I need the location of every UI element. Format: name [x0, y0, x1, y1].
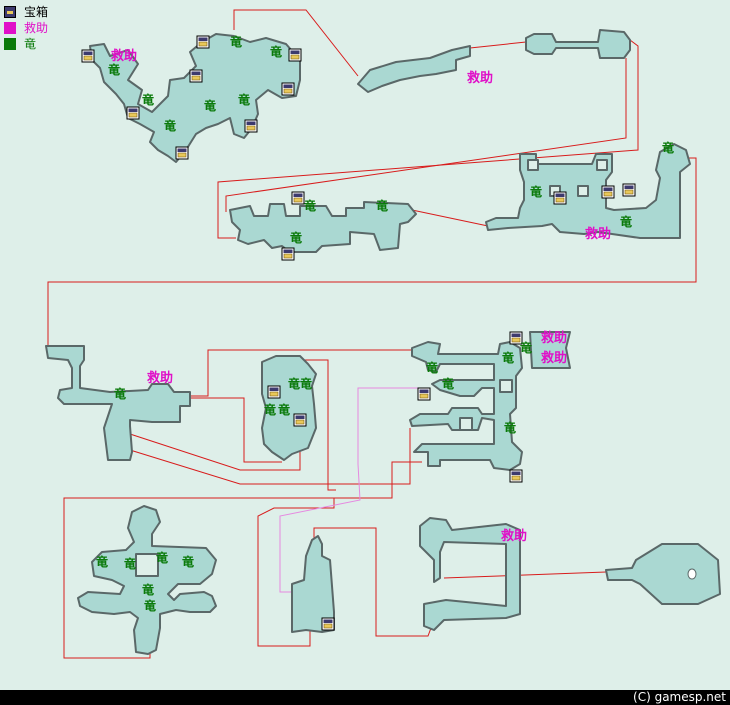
pillar [459, 417, 473, 431]
dragon-label: 竜 [142, 582, 154, 597]
legend: 宝箱 救助 竜 [4, 4, 48, 52]
treasure-chest-icon [509, 331, 523, 345]
legend-item-chest: 宝箱 [4, 4, 48, 20]
treasure-chest-icon [267, 385, 281, 399]
dragon-label: 竜 [278, 402, 290, 417]
dragon-label: 竜 [230, 34, 242, 49]
connection-path [411, 209, 489, 227]
dragon-label: 竜 [502, 350, 514, 365]
dragon-label: 竜 [288, 376, 300, 391]
dragon-label: 竜 [264, 402, 276, 417]
dragon-label: 竜 [620, 214, 632, 229]
treasure-chest-icon [244, 119, 258, 133]
dragon-label: 竜 [182, 554, 194, 569]
treasure-chest-icon [281, 247, 295, 261]
treasure-chest-icon [175, 146, 189, 160]
dragon-label: 竜 [300, 376, 312, 391]
dungeon-map: 竜竜竜竜竜竜竜竜竜竜竜竜竜竜竜竜竜竜竜竜竜竜竜竜竜竜竜竜竜救助救助救助救助救助救… [45, 9, 721, 659]
dragon-label: 竜 [108, 62, 120, 77]
dragon-label: 竜 [156, 550, 168, 565]
dragon-label: 竜 [144, 598, 156, 613]
treasure-chest-icon [81, 49, 95, 63]
connection-path [225, 58, 627, 212]
connection-path [180, 349, 412, 397]
treasure-chest-icon [4, 6, 16, 18]
room-hole [135, 553, 159, 577]
treasure-chest-icon [281, 82, 295, 96]
rescue-label: 救助 [467, 70, 493, 86]
room-area-1 [357, 45, 471, 93]
room-area-3 [229, 201, 417, 253]
treasure-chest-icon [417, 387, 431, 401]
dragon-label: 竜 [520, 340, 532, 355]
treasure-chest-icon [126, 106, 140, 120]
room-area-9 [77, 505, 217, 655]
rescue-label: 救助 [541, 350, 567, 366]
connection-path [257, 498, 335, 647]
treasure-chest-icon [321, 617, 335, 631]
connection-path [129, 428, 411, 485]
legend-item-rescue: 救助 [4, 20, 48, 36]
dragon-label: 竜 [530, 184, 542, 199]
rescue-label: 救助 [111, 48, 137, 64]
dragon-label: 竜 [662, 140, 674, 155]
pillar [596, 159, 608, 171]
dragon-label: 竜 [96, 554, 108, 569]
connection-path-pink [279, 387, 420, 593]
treasure-chest-icon [553, 191, 567, 205]
treasure-chest-icon [601, 185, 615, 199]
exit-hole [687, 568, 697, 580]
pillar [527, 159, 539, 171]
pillar [499, 379, 513, 393]
dragon-label: 竜 [238, 92, 250, 107]
treasure-chest-icon [293, 413, 307, 427]
rescue-square-icon [4, 22, 16, 34]
room-area-6 [261, 355, 317, 461]
dragon-label: 竜 [114, 386, 126, 401]
treasure-chest-icon [196, 35, 210, 49]
treasure-chest-icon [189, 69, 203, 83]
dragon-square-icon [4, 38, 16, 50]
room-area-8 [529, 331, 571, 369]
connection-path [47, 157, 697, 346]
dragon-label: 竜 [376, 198, 388, 213]
dragon-label: 竜 [164, 118, 176, 133]
dragon-label: 竜 [304, 198, 316, 213]
treasure-chest-icon [509, 469, 523, 483]
dragon-label: 竜 [124, 556, 136, 571]
treasure-chest-icon [622, 183, 636, 197]
dragon-label: 竜 [442, 376, 454, 391]
legend-label-chest: 宝箱 [24, 5, 49, 19]
copyright-footer: (C) gamesp.net [0, 690, 730, 705]
room-area-11 [419, 517, 521, 631]
room-area-12 [605, 543, 721, 605]
room-area-10 [291, 535, 335, 633]
rescue-label: 救助 [501, 528, 527, 544]
connection-path [233, 9, 359, 77]
connection-path [443, 571, 607, 579]
connection-path [190, 397, 282, 463]
room-area-5 [45, 345, 191, 461]
rescue-label: 救助 [147, 370, 173, 386]
connection-path [217, 39, 639, 239]
legend-label-dragon: 竜 [24, 37, 37, 51]
dragon-label: 竜 [142, 92, 154, 107]
treasure-chest-icon [288, 48, 302, 62]
treasure-chest-icon [291, 191, 305, 205]
dragon-label: 竜 [504, 420, 516, 435]
room-area-7 [409, 341, 523, 471]
rescue-label: 救助 [585, 226, 611, 242]
legend-item-dragon: 竜 [4, 36, 48, 52]
dragon-label: 竜 [426, 360, 438, 375]
rescue-label: 救助 [541, 330, 567, 346]
room-area-2 [525, 29, 631, 59]
dragon-label: 竜 [270, 44, 282, 59]
legend-label-rescue: 救助 [24, 21, 49, 35]
connection-path [469, 41, 527, 49]
pillar [577, 185, 589, 197]
dragon-label: 竜 [204, 98, 216, 113]
connection-path [63, 461, 422, 659]
connection-path [313, 527, 435, 637]
dragon-label: 竜 [290, 230, 302, 245]
